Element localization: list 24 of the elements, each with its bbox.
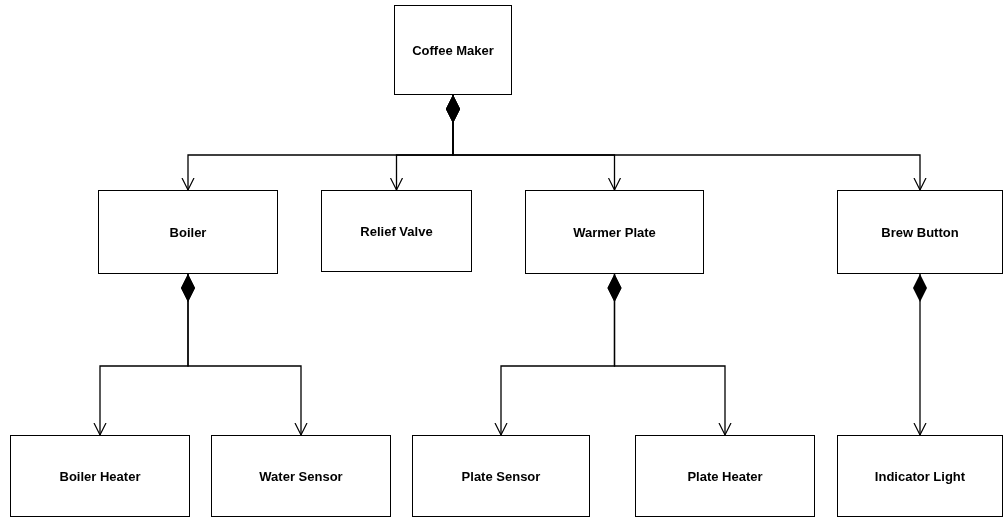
class-name: Plate Sensor bbox=[461, 468, 541, 484]
class-name: Indicator Light bbox=[874, 468, 966, 484]
class-name: Boiler Heater bbox=[59, 468, 141, 484]
composition-arrow bbox=[913, 273, 927, 436]
composition-arrow bbox=[607, 273, 732, 436]
class-name: Water Sensor bbox=[259, 468, 343, 484]
class-box bbox=[837, 435, 1003, 517]
class-box bbox=[10, 435, 190, 517]
composition-arrow bbox=[181, 273, 308, 436]
class-name: Coffee Maker bbox=[412, 42, 494, 58]
class-box bbox=[635, 435, 815, 517]
class-name: Relief Valve bbox=[360, 223, 433, 239]
composition-arrow bbox=[446, 94, 927, 191]
class-box bbox=[394, 5, 512, 95]
class-name: Boiler bbox=[169, 224, 207, 240]
class-box bbox=[525, 190, 704, 274]
class-box bbox=[98, 190, 278, 274]
class-box bbox=[412, 435, 590, 517]
class-name: Brew Button bbox=[881, 224, 959, 240]
class-box bbox=[837, 190, 1003, 274]
class-name: Plate Heater bbox=[687, 468, 763, 484]
class-box bbox=[211, 435, 391, 517]
class-box bbox=[321, 190, 472, 272]
class-name: Warmer Plate bbox=[573, 224, 656, 240]
